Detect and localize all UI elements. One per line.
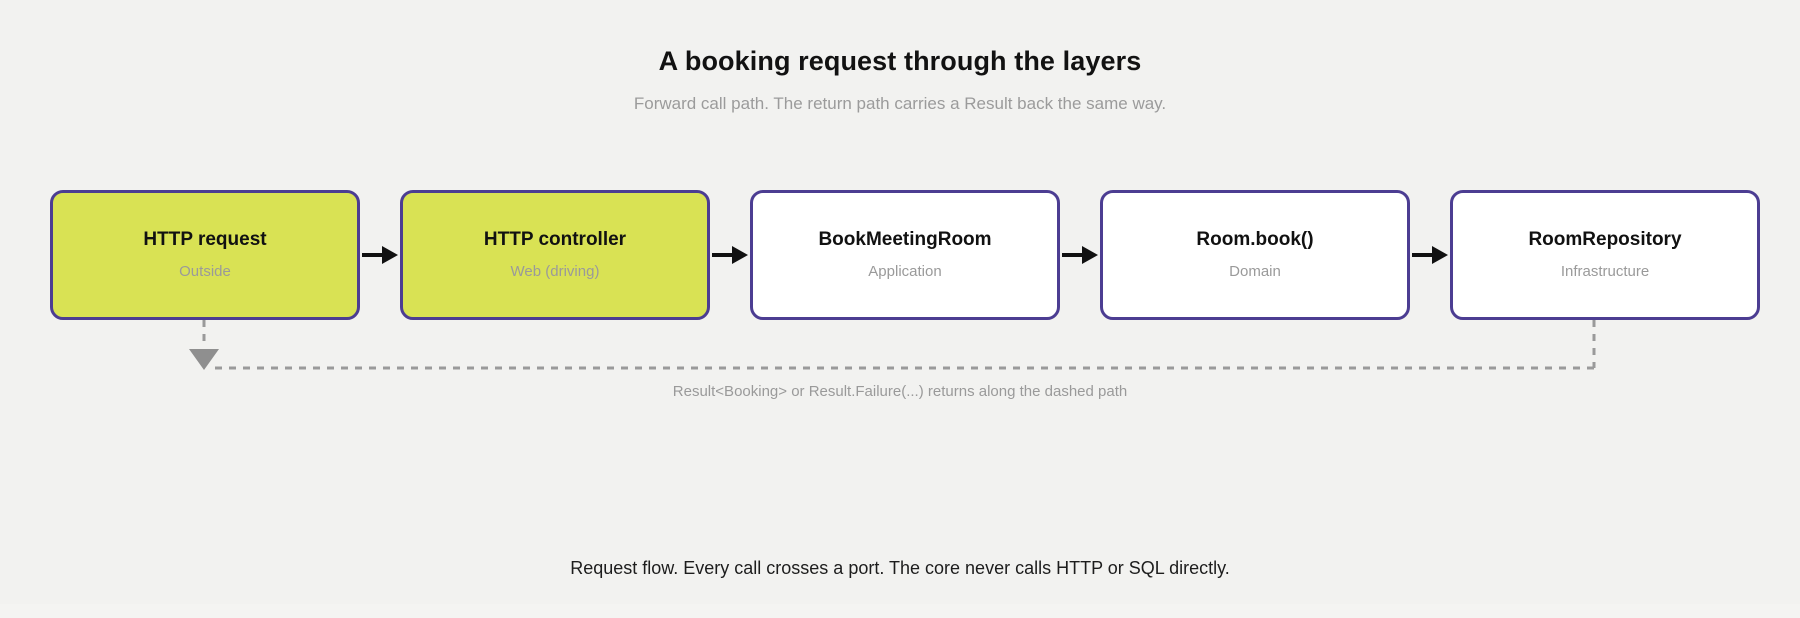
- flow-node-http-controller[interactable]: HTTP controller Web (driving): [400, 190, 710, 320]
- arrow-right-icon: [1060, 244, 1100, 266]
- page-subtitle: Forward call path. The return path carri…: [633, 94, 1167, 113]
- flow-node-http-request[interactable]: HTTP request Outside: [50, 190, 360, 320]
- flow-node-subtitle: Domain: [1229, 263, 1281, 280]
- flow-node-title: RoomRepository: [1528, 229, 1682, 250]
- flow-node-room-book[interactable]: Room.book() Domain: [1100, 190, 1410, 320]
- page-title: A booking request through the layers: [658, 46, 1142, 76]
- flow-node-title: HTTP request: [143, 229, 267, 250]
- flow-node-subtitle: Application: [868, 263, 942, 280]
- flow-node-subtitle: Infrastructure: [1560, 263, 1650, 280]
- diagram-caption: Request flow. Every call crosses a port.…: [570, 558, 1230, 578]
- arrow-right-icon: [1410, 244, 1450, 266]
- flow-node-bookmeetingroom[interactable]: BookMeetingRoom Application: [750, 190, 1060, 320]
- arrow-right-icon: [360, 244, 400, 266]
- flow-node-title: HTTP controller: [483, 229, 627, 250]
- flow-node-title: BookMeetingRoom: [818, 229, 992, 250]
- arrow-right-icon: [710, 244, 750, 266]
- return-path-label: Result<Booking> or Result.Failure(...) r…: [672, 383, 1128, 400]
- flow-node-title: Room.book(): [1196, 229, 1314, 250]
- flow-node-subtitle: Web (driving): [510, 263, 600, 280]
- flow-node-subtitle: Outside: [179, 263, 231, 280]
- bottom-strip: [0, 604, 1800, 618]
- flow-row: HTTP request Outside HTTP controller Web…: [50, 190, 1760, 320]
- flow-node-roomrepository[interactable]: RoomRepository Infrastructure: [1450, 190, 1760, 320]
- diagram-header: A booking request through the layers For…: [0, 44, 1800, 115]
